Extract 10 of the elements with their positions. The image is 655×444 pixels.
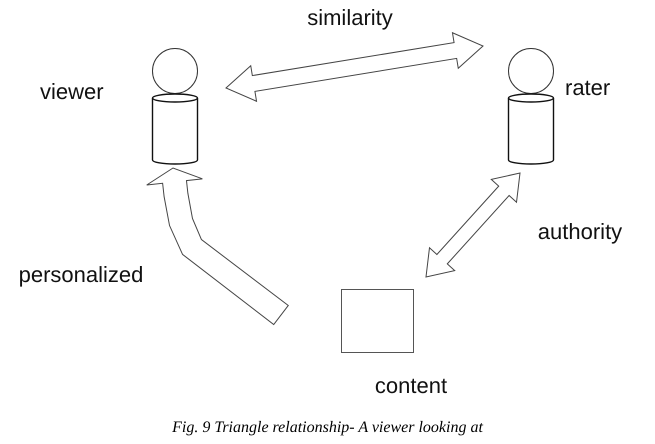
edge-label: authority bbox=[538, 219, 622, 245]
edge-label: personalized bbox=[18, 262, 144, 288]
double-block-arrow bbox=[425, 172, 521, 278]
double-block-arrow bbox=[225, 32, 484, 102]
node-label: viewer bbox=[40, 79, 104, 105]
node-label: content bbox=[374, 373, 448, 399]
node-label: rater bbox=[565, 75, 610, 101]
figure-caption: Fig. 9 Triangle relationship- A viewer looking at bbox=[172, 419, 483, 436]
block-arrow bbox=[146, 167, 289, 326]
edge-label: similarity bbox=[307, 5, 393, 31]
